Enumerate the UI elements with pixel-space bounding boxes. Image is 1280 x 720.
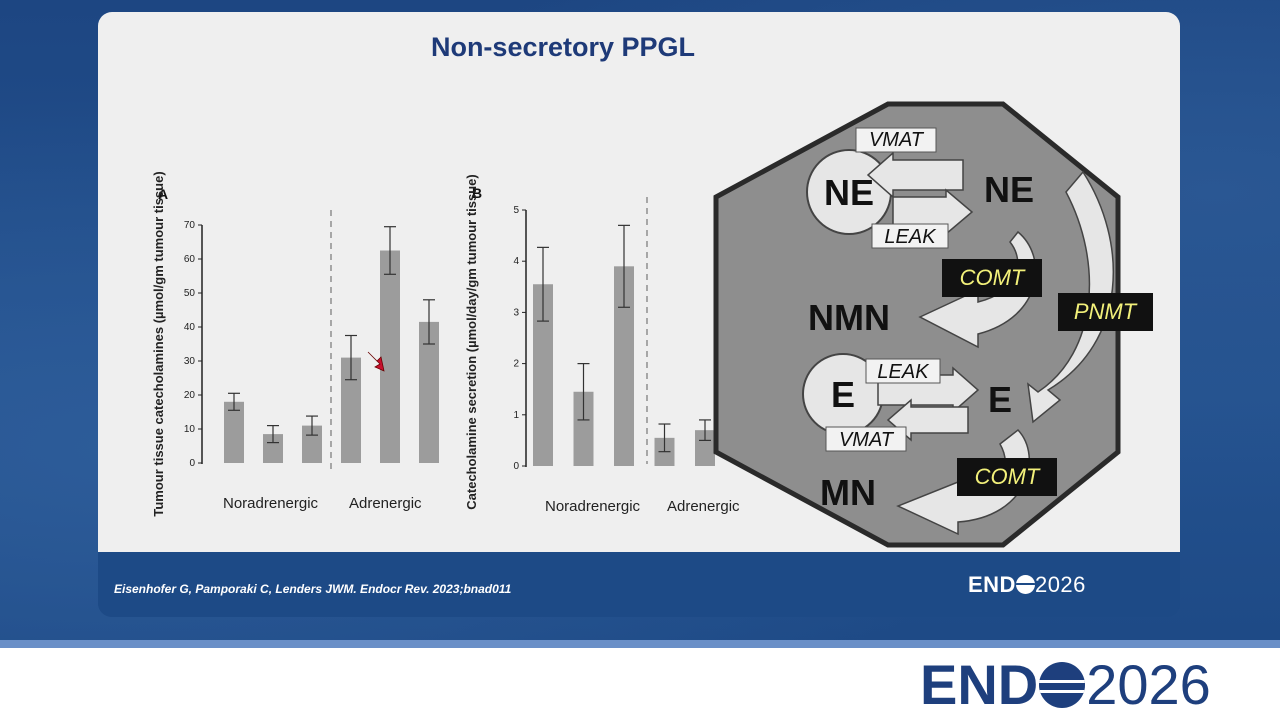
- y-tick-label-5: 5: [513, 205, 519, 216]
- bar-1: [263, 434, 283, 463]
- citation: Eisenhofer G, Pamporaki C, Lenders JWM. …: [114, 582, 512, 596]
- y-tick-label-3: 30: [184, 356, 196, 367]
- y-tick-label-6: 60: [184, 254, 196, 265]
- nmn-label: NMN: [808, 297, 890, 338]
- vmat-bottom-box: [825, 426, 907, 452]
- vmat-top-label: VMAT: [869, 129, 925, 151]
- catecholamine-diagram: NE E NE E NMN MN VMAT LEAK LEAK: [713, 101, 1153, 548]
- y-tick-label-5: 50: [184, 288, 196, 299]
- comt-bottom-label: COMT: [975, 464, 1041, 489]
- y-tick-label-1: 1: [513, 410, 519, 421]
- e-vesicle-label: E: [831, 374, 855, 415]
- bar-5: [419, 321, 439, 463]
- bar-0: [224, 401, 244, 463]
- vmat-top-arrow: [866, 151, 964, 199]
- chart-b-marks: 0 1 2 3 4 5: [513, 205, 715, 472]
- y-tick-label-4: 40: [184, 322, 196, 333]
- comt-top-label: COMT: [960, 265, 1026, 290]
- y-tick-label-2: 20: [184, 390, 196, 401]
- vmat-bottom-label: VMAT: [839, 429, 895, 451]
- pnmt-box: [1058, 293, 1153, 331]
- vmat-top-box: [855, 127, 937, 153]
- chart-b-ylabel: Catecholamine secretion (µmol/day/gm tum…: [464, 174, 479, 509]
- leak-bottom-label: LEAK: [877, 361, 930, 383]
- bar-0: [533, 284, 553, 466]
- chart-a-group-1: Noradrenergic: [223, 495, 319, 512]
- y-tick-label-0: 0: [513, 461, 519, 472]
- slide-logo-year: 2026: [1034, 572, 1086, 597]
- y-tick-label-0: 0: [189, 458, 195, 469]
- globe-icon: [1015, 575, 1035, 594]
- y-tick-label-7: 70: [184, 220, 196, 231]
- chart-b-group-2: Adrenergic: [667, 498, 740, 515]
- brand-logo-year: 2026: [1086, 653, 1211, 716]
- pointer-arrow-icon: [367, 351, 385, 372]
- globe-icon-large: [1039, 662, 1086, 708]
- comt-bottom-box: [957, 458, 1057, 496]
- pnmt-arrow: [1027, 170, 1115, 424]
- mn-label: MN: [820, 472, 876, 513]
- brand-logo-end: END: [920, 653, 1039, 716]
- y-tick-label-3: 3: [513, 307, 519, 318]
- bar-3: [341, 357, 361, 463]
- leak-top-label: LEAK: [884, 226, 937, 248]
- slide-logo-end: END: [968, 572, 1016, 597]
- slide-footer: Eisenhofer G, Pamporaki C, Lenders JWM. …: [98, 552, 1180, 617]
- chart-a: A 0 10 20 30 40 50 60 70 Tumour tissue catechol…: [151, 171, 439, 517]
- panel-letter-a: A: [158, 186, 168, 202]
- bar-1: [573, 391, 594, 466]
- pnmt-label: PNMT: [1074, 299, 1138, 324]
- bar-4: [380, 250, 400, 463]
- y-tick-label-1: 10: [184, 424, 196, 435]
- y-tick-label-2: 2: [513, 359, 519, 370]
- bottom-band-line: [0, 640, 1280, 648]
- chart-b: B 0 1 2 3 4 5 Catecholamine secretion (µmol/d…: [464, 174, 740, 515]
- bar-2: [614, 266, 634, 466]
- chart-a-marks: 0 10 20 30 40 50 60 70: [184, 220, 439, 469]
- comt-top-box: [942, 259, 1042, 297]
- panel-letter-b: B: [472, 185, 482, 201]
- slide-logo: END 2026: [968, 572, 1086, 598]
- chart-b-group-1: Noradrenergic: [545, 498, 641, 515]
- e-free-label: E: [988, 379, 1012, 420]
- bar-4: [695, 430, 715, 466]
- chart-a-ylabel: Tumour tissue catecholamines (µmol/gm tu…: [151, 171, 166, 516]
- leak-bottom-box: [865, 358, 941, 384]
- brand-logo: END 2026: [920, 650, 1211, 720]
- y-tick-label-4: 4: [513, 256, 519, 267]
- slide-title: Non-secretory PPGL: [430, 32, 696, 62]
- ne-vesicle-label: NE: [824, 172, 874, 213]
- leak-top-box: [871, 223, 949, 249]
- ne-free-label: NE: [984, 169, 1034, 210]
- chart-a-group-2: Adrenergic: [349, 495, 422, 512]
